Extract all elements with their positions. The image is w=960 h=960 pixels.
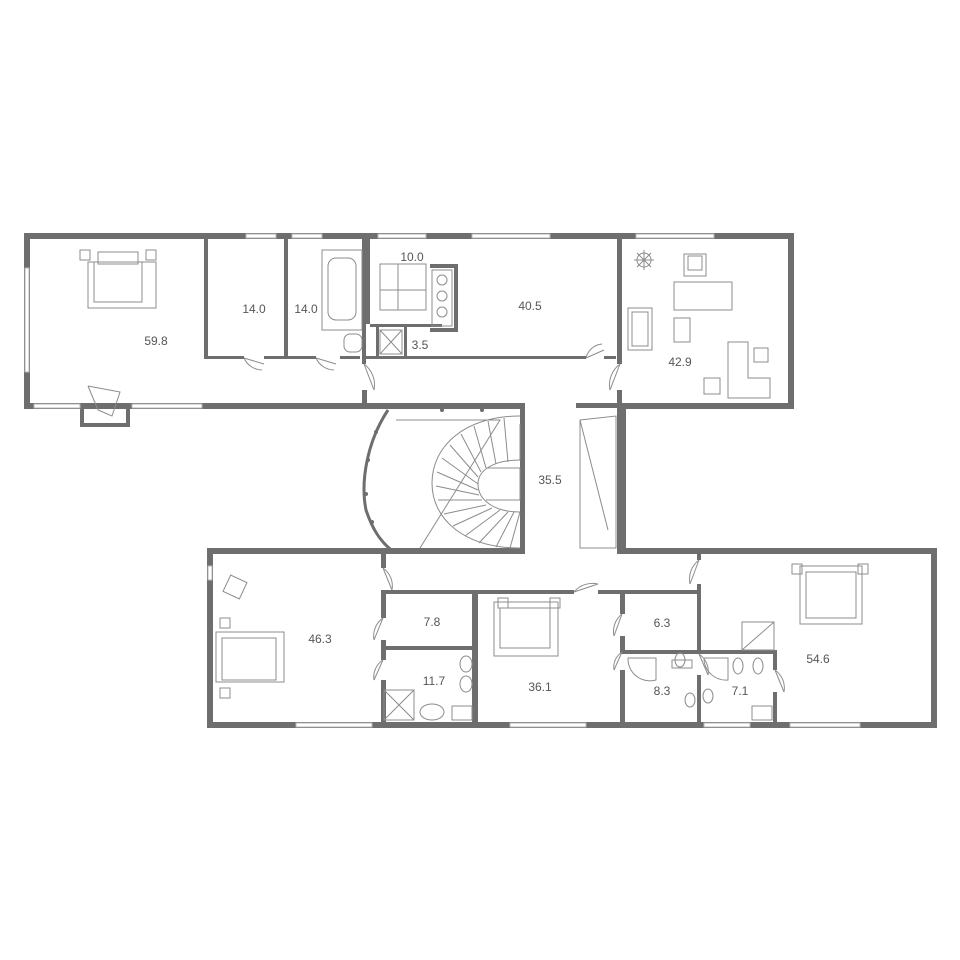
bathtub — [321, 249, 363, 353]
area-study: 42.9 — [668, 355, 692, 369]
bed-mid — [493, 597, 561, 657]
room-area-labels: 59.8 14.0 14.0 10.0 3.5 40.5 42.9 35.5 4… — [144, 250, 830, 698]
area-room-40-5: 40.5 — [518, 299, 542, 313]
hall-walls — [363, 403, 626, 554]
area-room-14a: 14.0 — [242, 302, 266, 316]
area-bedroom-mid: 36.1 — [528, 680, 552, 694]
windows — [24, 233, 861, 728]
shower-3-5 — [379, 329, 403, 355]
area-bath-14b: 14.0 — [294, 302, 318, 316]
area-room-7-8: 7.8 — [424, 615, 441, 629]
area-bedroom-se: 54.6 — [806, 652, 830, 666]
area-closet-10: 10.0 — [400, 250, 424, 264]
bath-11-7-fixtures — [383, 655, 473, 721]
bed-sw — [215, 574, 285, 699]
bed-se — [741, 563, 869, 651]
area-bedroom-nw: 59.8 — [144, 334, 168, 348]
closet-shelving — [379, 263, 453, 327]
area-bath-11-7: 11.7 — [423, 674, 446, 688]
area-shower-3-5: 3.5 — [412, 338, 429, 352]
area-bedroom-sw: 46.3 — [308, 632, 332, 646]
doors — [87, 343, 785, 693]
staircase — [396, 415, 617, 549]
area-hall: 35.5 — [538, 473, 562, 487]
curved-glazing — [362, 408, 624, 554]
bed-nw — [79, 249, 157, 309]
area-bath-8-3: 8.3 — [654, 684, 671, 698]
bath-7-1-fixtures — [702, 657, 773, 721]
study-furniture — [627, 250, 771, 399]
area-bath-7-1: 7.1 — [732, 684, 749, 698]
bath-8-3-fixtures — [627, 652, 696, 708]
area-room-6-3: 6.3 — [654, 616, 671, 630]
